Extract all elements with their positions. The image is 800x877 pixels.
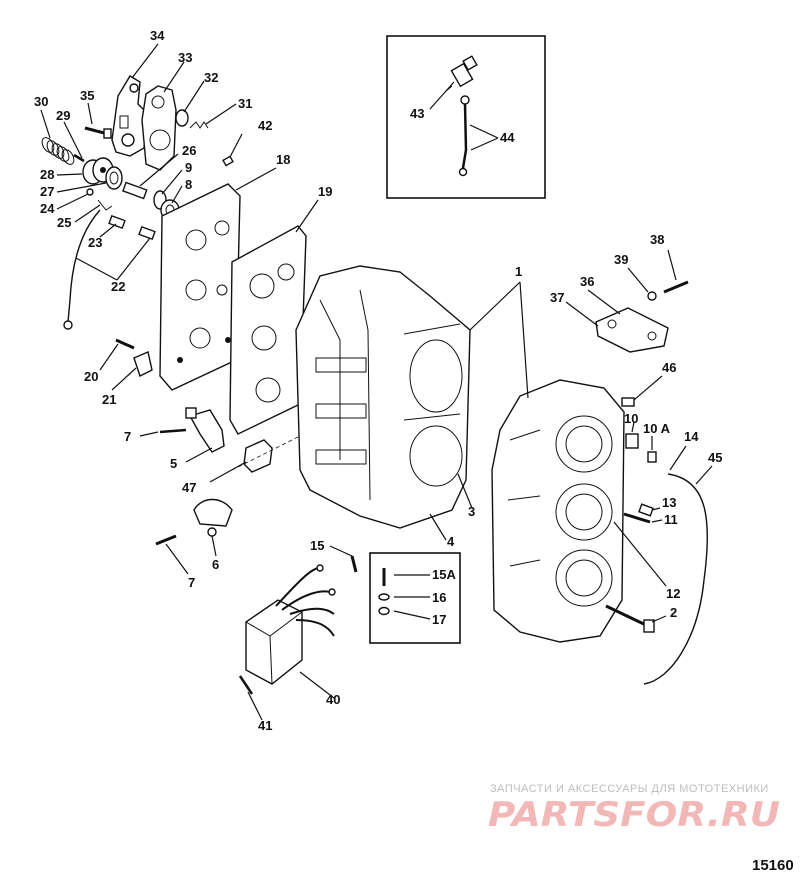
callout-10: 10 [624, 411, 638, 426]
part-1-crankcase-cover [295, 265, 471, 529]
callout-1: 1 [515, 264, 522, 279]
callout-8: 8 [185, 177, 192, 192]
callout-45: 45 [708, 450, 722, 465]
bracket-parts [99, 338, 301, 575]
part-42-plug [222, 155, 234, 167]
callout-39: 39 [614, 252, 628, 267]
callout-14: 14 [684, 429, 699, 444]
callout-28: 28 [40, 167, 54, 182]
callout-25: 25 [57, 215, 71, 230]
part-11-bolt [623, 512, 651, 524]
watermark: ЗАПЧАСТИ И АКСЕССУАРЫ ДЛЯ МОТОТЕХНИКИ PA… [488, 783, 780, 835]
callout-35: 35 [80, 88, 94, 103]
callout-12: 12 [666, 586, 680, 601]
inset-box: 43 44 [386, 35, 546, 199]
callout-23: 23 [88, 235, 102, 250]
part-27-ring [105, 166, 123, 190]
callout-20: 20 [84, 369, 98, 384]
part-2-bolt [605, 604, 655, 633]
part-10-plug [625, 433, 639, 449]
part-45-hose [643, 473, 709, 685]
part-30-spring [41, 137, 75, 165]
part-43-fitting [444, 55, 478, 93]
figure-id: 15160 [752, 857, 794, 874]
callout-44: 44 [500, 130, 515, 145]
callout-22: 22 [111, 279, 125, 294]
callout-47: 47 [182, 480, 196, 495]
callout-7b: 7 [188, 575, 195, 590]
callout-31: 31 [238, 96, 252, 111]
callout-11: 11 [664, 512, 678, 527]
callout-29: 29 [56, 108, 70, 123]
callout-30: 30 [34, 94, 48, 109]
part-21-clip [133, 351, 153, 377]
part-40-regulator [245, 564, 336, 685]
part-6-clamp [193, 498, 233, 537]
part-5-bracket [185, 407, 225, 453]
callout-40: 40 [326, 692, 340, 707]
watermark-subtitle: ЗАПЧАСТИ И АКСЕССУАРЫ ДЛЯ МОТОТЕХНИКИ [490, 783, 769, 795]
callout-37: 37 [550, 290, 564, 305]
callout-33: 33 [178, 50, 192, 65]
callout-9: 9 [185, 160, 192, 175]
part-34-lever [111, 75, 147, 157]
callout-17: 17 [432, 612, 446, 627]
callout-7a: 7 [124, 429, 131, 444]
callout-15: 15 [310, 538, 324, 553]
callout-43: 43 [410, 106, 424, 121]
part-47-block [243, 439, 273, 473]
callout-13: 13 [662, 495, 676, 510]
hardware-box: 15A 16 17 [369, 552, 461, 644]
part-13-fitting [638, 503, 654, 517]
callout-10a: 10 A [643, 421, 671, 436]
callout-36: 36 [580, 274, 594, 289]
callout-4: 4 [447, 534, 455, 549]
callout-41: 41 [258, 718, 272, 733]
part-20-screw [115, 338, 135, 350]
part-31-spring [189, 121, 209, 129]
callout-15a: 15A [432, 567, 456, 582]
part-32-seal [175, 109, 189, 127]
callout-46: 46 [662, 360, 676, 375]
callout-34: 34 [150, 28, 165, 43]
callout-2: 2 [670, 605, 677, 620]
callout-32: 32 [204, 70, 218, 85]
callout-5: 5 [170, 456, 177, 471]
callout-24: 24 [40, 201, 55, 216]
part-36-plate [595, 307, 669, 353]
part-33-plate [141, 85, 177, 171]
part-39-washer [647, 291, 657, 301]
callout-18: 18 [276, 152, 290, 167]
callout-3: 3 [468, 504, 475, 519]
part-46-fitting [621, 397, 635, 407]
part-38-bolt [663, 280, 689, 294]
part-18-cover-plate [159, 183, 241, 391]
callout-16: 16 [432, 590, 446, 605]
throttle-linkage-parts [40, 43, 243, 330]
right-side-parts [565, 249, 713, 685]
callout-19: 19 [318, 184, 332, 199]
callout-42: 42 [258, 118, 272, 133]
cylinder-block [491, 379, 625, 643]
watermark-logo: PARTSFOR.RU [488, 795, 780, 835]
callout-21: 21 [102, 392, 116, 407]
callout-27: 27 [40, 184, 54, 199]
callout-labels: 1 2 3 4 5 6 7 7 8 9 10 10 A 11 12 13 14 … [34, 28, 722, 733]
part-35-screw [84, 126, 112, 139]
part-19-gasket [229, 225, 307, 435]
callout-38: 38 [650, 232, 664, 247]
part-44-lead [458, 95, 470, 177]
callout-26: 26 [182, 143, 196, 158]
callout-6: 6 [212, 557, 219, 572]
